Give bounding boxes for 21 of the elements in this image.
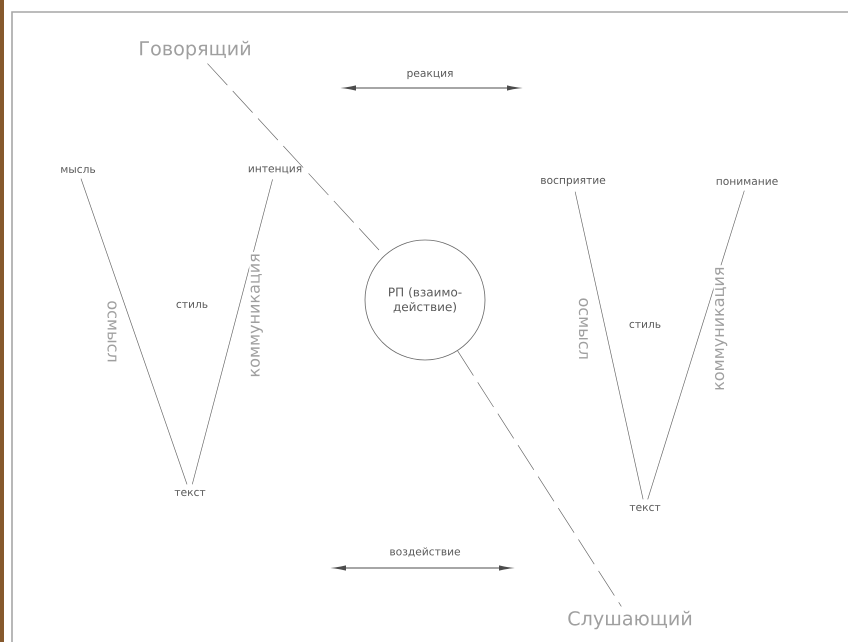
role-label: Слушающий [568,610,692,630]
arrow-label: реакция [408,70,453,80]
style-label: стиль [630,322,660,328]
term-label: мысль [61,166,96,174]
style-label: стиль [176,302,208,308]
role-label: Говорящий [140,40,250,60]
term-label: понимание [716,178,778,186]
connector-line [574,191,644,500]
term-label: текст [174,490,206,496]
arrow-label: воздействие [390,547,460,557]
term-label: текст [630,504,660,512]
term-label: восприятие [541,178,606,186]
edge-label: осмысл [107,301,117,362]
connector-line [80,178,188,485]
edge-label: коммуникация [250,254,263,376]
edge-label: коммуникация [714,268,728,390]
connector-line [457,350,622,607]
term-label: интенция [248,166,302,174]
connector-line [647,190,745,500]
edge-label: осмысл [578,298,588,359]
connector-line [192,179,273,485]
